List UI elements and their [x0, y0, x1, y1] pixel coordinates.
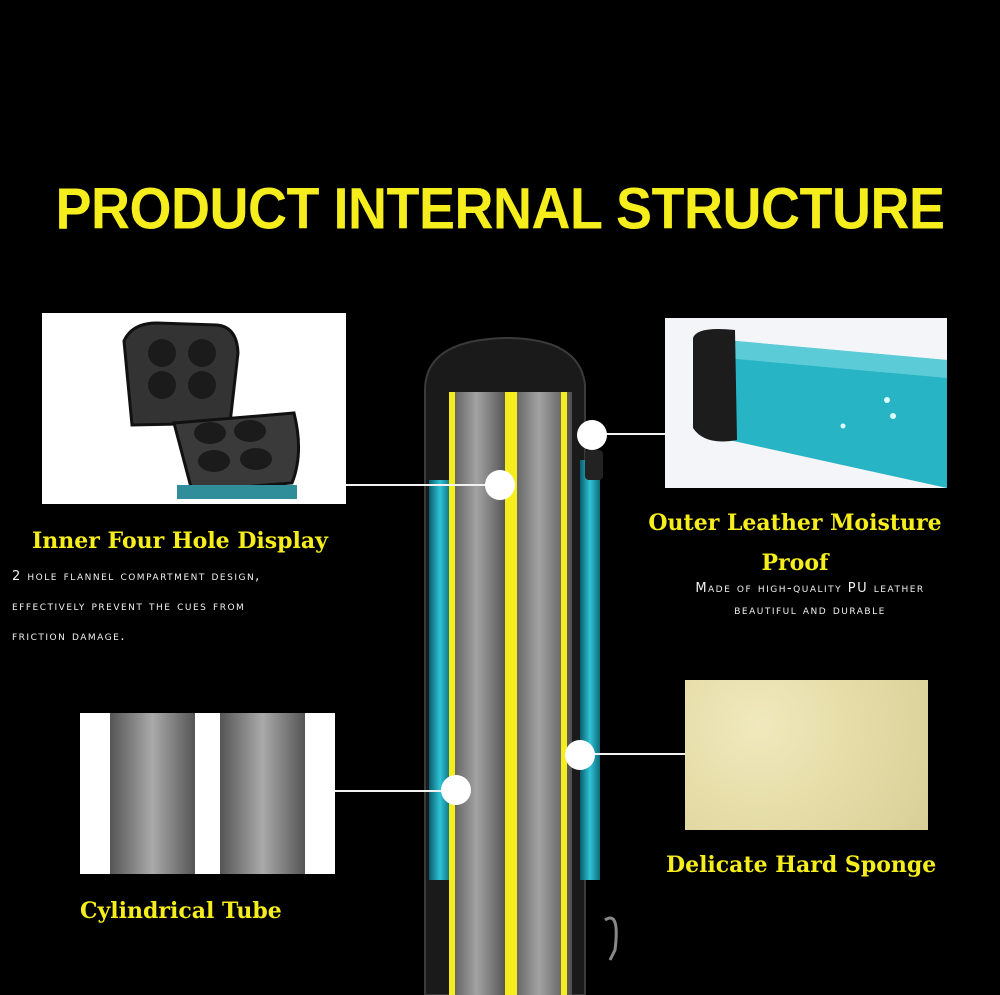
page-title: PRODUCT INTERNAL STRUCTURE	[55, 176, 946, 242]
connector-line-sponge	[580, 753, 685, 755]
pointer-dot-inner	[485, 470, 515, 500]
outer-leather-photo	[665, 318, 947, 488]
cue-case-illustration	[424, 336, 618, 995]
sponge-texture	[685, 680, 928, 830]
pointer-dot-sponge	[565, 740, 595, 770]
leather-tube-image	[693, 329, 947, 488]
outer-leather-desc-line: Made of high-quality PU leather	[695, 581, 925, 596]
tube-sample-image	[110, 713, 305, 874]
cylindrical-tube-sample	[80, 713, 335, 874]
inner-display-desc-line: friction damage.	[12, 629, 126, 644]
connector-line-outer	[592, 433, 665, 435]
hard-sponge-heading: Delicate Hard Sponge	[666, 852, 937, 878]
outer-leather-desc: Made of high-quality PU leather beautifu…	[625, 578, 995, 622]
cylindrical-tube-heading: Cylindrical Tube	[80, 898, 282, 924]
inner-display-desc-line: 2 hole flannel compartment design,	[12, 569, 261, 584]
pointer-dot-tube	[441, 775, 471, 805]
inner-display-desc: 2 hole flannel compartment design, effec…	[12, 562, 261, 652]
outer-leather-heading-line: Outer Leather Moisture	[648, 510, 942, 536]
pointer-dot-outer	[577, 420, 607, 450]
inner-display-heading: Inner Four Hole Display	[32, 528, 328, 554]
outer-leather-desc-line: beautiful and durable	[734, 603, 886, 618]
inner-display-photo	[42, 313, 346, 504]
inner-display-desc-line: effectively prevent the cues from	[12, 599, 246, 614]
case-interior-image	[122, 321, 301, 499]
connector-line-tube	[335, 790, 455, 792]
connector-line-inner	[346, 484, 498, 486]
outer-leather-heading-line: Proof	[761, 550, 829, 576]
outer-leather-heading: Outer Leather Moisture Proof	[620, 503, 970, 583]
